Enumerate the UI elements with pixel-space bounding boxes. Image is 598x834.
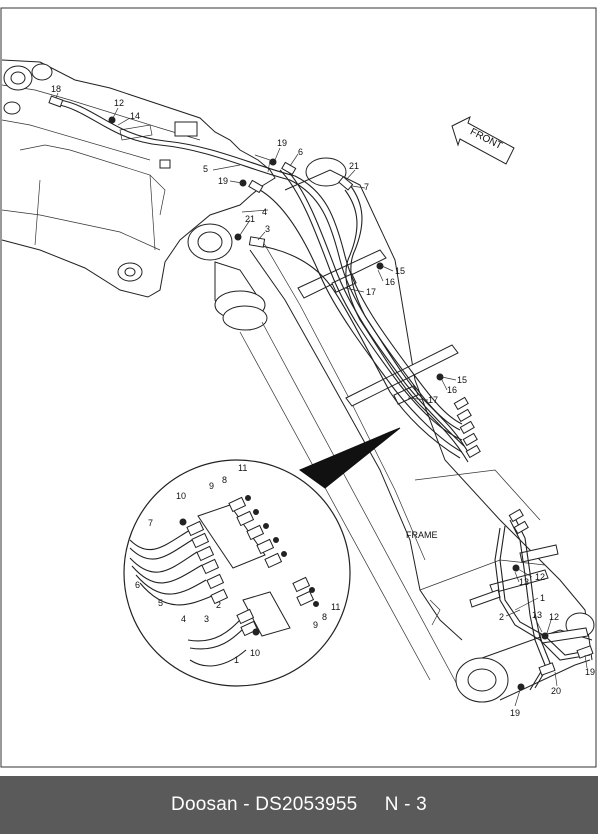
callout-16: 16	[385, 277, 395, 287]
detail-callout-5: 5	[158, 598, 163, 608]
callout-17: 17	[366, 287, 376, 297]
detail-callout-8: 8	[222, 475, 227, 485]
detail-callout-11: 11	[238, 463, 247, 473]
detail-callout-8: 8	[322, 612, 327, 622]
callout-2: 2	[499, 612, 504, 622]
hose-fittings	[48, 95, 594, 691]
detail-callout-6: 6	[135, 580, 140, 590]
detail-callout-1: 1	[234, 655, 239, 665]
footer-part-number: Doosan - DS2053955 N - 3	[171, 794, 427, 815]
callout-3: 3	[265, 224, 270, 234]
callout-5: 5	[203, 164, 208, 174]
parts-diagram: FRONT	[0, 7, 597, 768]
callout-15: 15	[395, 266, 405, 276]
callout-leaders	[55, 92, 588, 707]
callout-15: 15	[457, 375, 467, 385]
hydraulic-hoses	[54, 99, 593, 691]
footer-bar: Doosan - DS2053955 N - 3	[0, 776, 598, 834]
callout-19: 19	[510, 708, 520, 718]
callout-4: 4	[262, 207, 267, 217]
callout-12: 12	[535, 572, 545, 582]
callout-labels: 18 12 14 19 6 5 19 21 7 4 21 3 15 16 17 …	[51, 84, 595, 718]
callout-7: 7	[364, 182, 369, 192]
callout-18: 18	[51, 84, 61, 94]
detail-callout-10: 10	[250, 648, 260, 658]
detail-callout-10: 10	[176, 491, 186, 501]
detail-callout-11: 11	[331, 602, 340, 612]
arm-cylinder	[187, 157, 461, 691]
callout-16: 16	[447, 385, 457, 395]
callout-19: 19	[218, 176, 228, 186]
detail-view	[123, 459, 351, 687]
detail-pointer	[298, 427, 401, 489]
detail-callout-7: 7	[148, 518, 153, 528]
diagram-border	[0, 7, 597, 768]
detail-callout-2: 2	[216, 600, 221, 610]
boom-structure	[1, 59, 276, 298]
callout-20: 20	[551, 686, 561, 696]
callout-1: 1	[540, 593, 545, 603]
frame-label: FRAME	[406, 530, 438, 540]
detail-callout-9: 9	[313, 620, 318, 630]
callout-12: 12	[114, 98, 124, 108]
callout-17: 17	[428, 395, 438, 405]
callout-19: 19	[277, 138, 287, 148]
detail-callout-4: 4	[181, 614, 186, 624]
callout-14: 14	[130, 111, 140, 121]
callout-21: 21	[245, 214, 255, 224]
front-direction-arrow: FRONT	[451, 116, 515, 165]
callout-21: 21	[349, 161, 359, 171]
callout-6: 6	[298, 147, 303, 157]
detail-callout-3: 3	[204, 614, 209, 624]
callout-12: 12	[549, 612, 559, 622]
callout-13: 13	[532, 610, 542, 620]
callout-19: 19	[585, 667, 595, 677]
callout-13: 13	[519, 577, 529, 587]
detail-callout-9: 9	[209, 481, 214, 491]
